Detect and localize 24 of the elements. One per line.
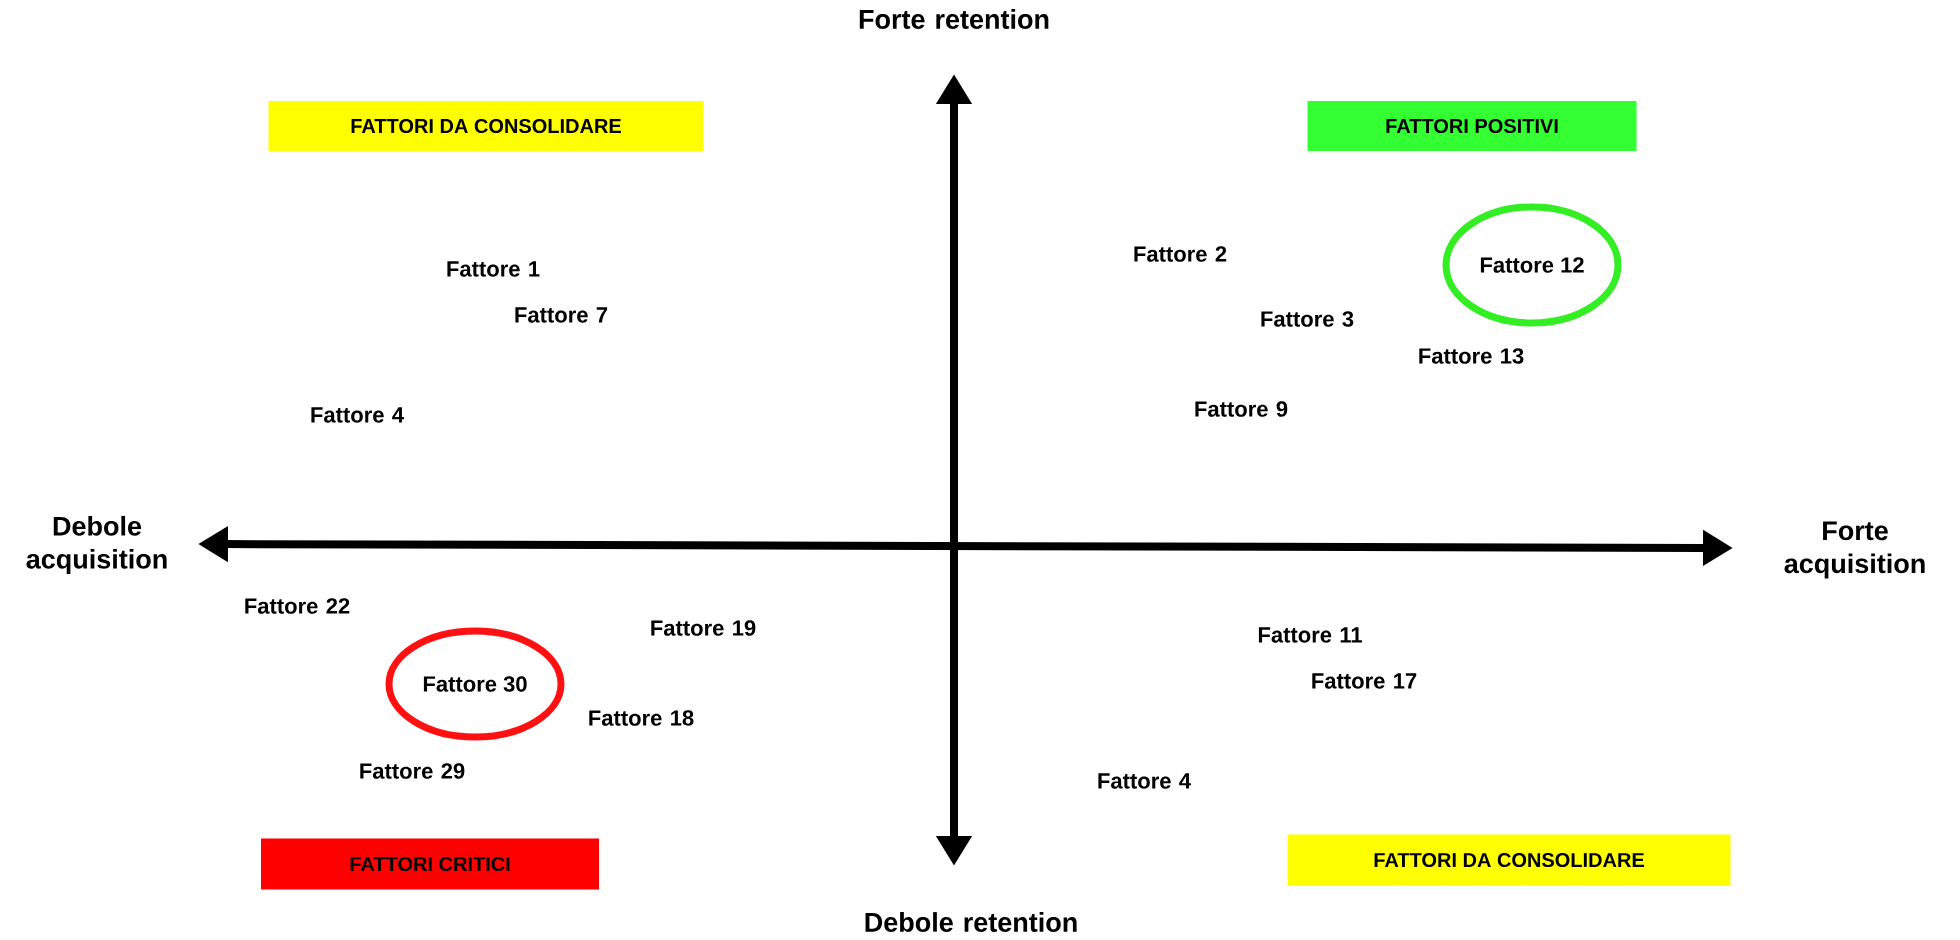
axis-label: Debole retention (865, 912, 1077, 932)
axis-label: Debole acquisition (26, 515, 167, 575)
factor-label: Fattore 29 (360, 763, 465, 779)
factor-label: Fattore 19 (651, 620, 756, 636)
quadrant-box: FATTORI POSITIVI (1307, 101, 1637, 151)
factor-label: Fattore 3 (1261, 311, 1354, 327)
axis-label: Forte retention (859, 9, 1049, 29)
quadrant-box: FATTORI CRITICI (261, 838, 599, 890)
quadrant-box: FATTORI DA CONSOLIDARE (1287, 834, 1731, 886)
factor-label: Fattore 13 (1419, 348, 1524, 364)
factor-label: Fattore 17 (1312, 673, 1417, 689)
factor-label: Fattore 7 (515, 307, 608, 323)
factor-label: Fattore 11 (1258, 627, 1362, 643)
factor-label: Fattore 2 (1134, 246, 1227, 262)
factor-label: Fattore 4 (1098, 773, 1191, 789)
circled-factor: Fattore 12 (1442, 203, 1622, 327)
factor-label: Fattore 4 (311, 407, 404, 423)
factor-label: Fattore 1 (447, 261, 540, 277)
axis-label: Forte acquisition (1784, 521, 1925, 579)
factor-label: Fattore 9 (1195, 401, 1288, 417)
factor-label: Fattore 18 (589, 710, 694, 726)
quadrant-box: FATTORI DA CONSOLIDARE (268, 101, 704, 151)
factor-label: Fattore 22 (245, 598, 350, 614)
circled-factor: Fattore 30 (385, 627, 565, 741)
